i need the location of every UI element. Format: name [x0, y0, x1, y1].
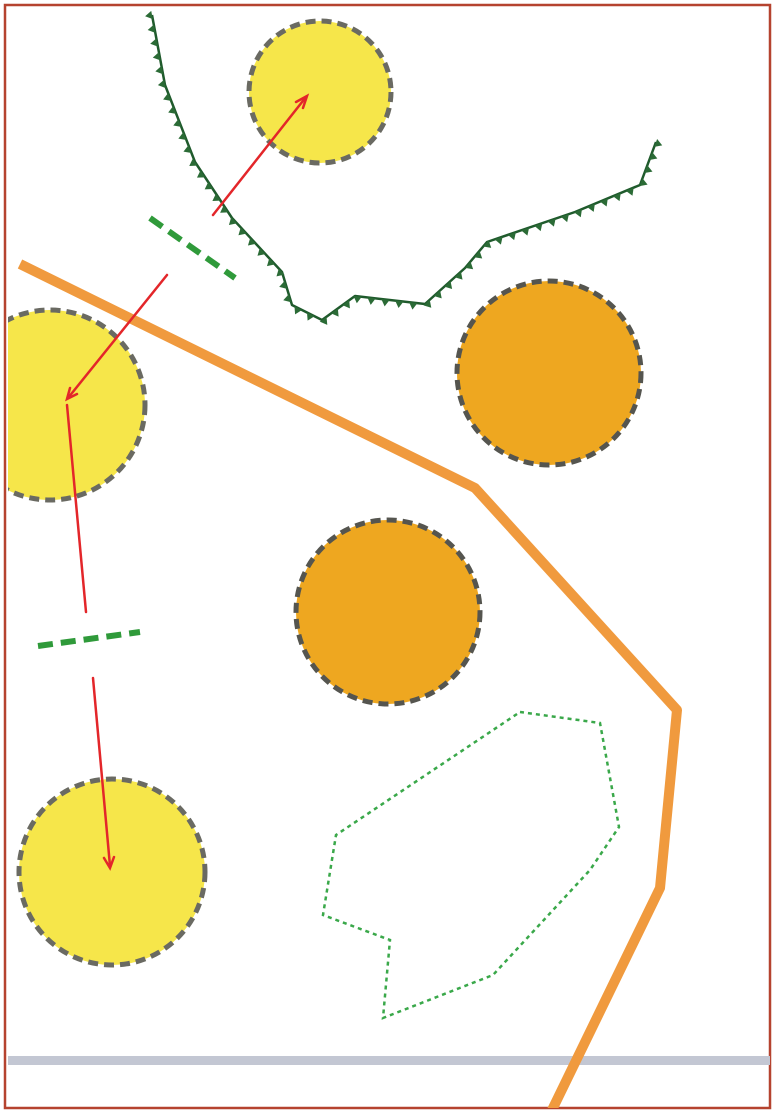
- route-segment-down-lower: [91, 676, 112, 868]
- toothed-line-ticks: [145, 10, 663, 325]
- tick-mark: [276, 268, 285, 277]
- route-arrow-left: [66, 273, 169, 400]
- toothed-line: [150, 14, 658, 322]
- tick-mark: [279, 280, 288, 289]
- tick-mark: [342, 300, 350, 309]
- route-segment-down-upper: [65, 403, 88, 614]
- tick-mark: [649, 152, 658, 160]
- route-arrow-top: [211, 95, 308, 217]
- tick-mark: [639, 178, 648, 187]
- main-road-line: [17, 259, 682, 1108]
- tick-mark: [238, 227, 247, 236]
- tick-mark: [654, 138, 663, 147]
- route-arrow-down-head: [102, 855, 116, 871]
- route-arrow-top-head: [294, 93, 310, 110]
- tick-mark: [163, 93, 172, 101]
- route-arrows: [65, 93, 310, 871]
- tick-mark: [152, 52, 161, 61]
- tick-mark: [625, 187, 634, 196]
- tick-mark: [474, 250, 483, 259]
- tick-mark: [409, 302, 418, 310]
- tick-mark: [157, 79, 166, 88]
- tick-mark: [587, 203, 595, 212]
- tick-mark: [155, 65, 163, 75]
- tick-mark: [189, 158, 198, 166]
- tick-mark: [147, 24, 156, 33]
- tick-mark: [454, 271, 463, 280]
- tick-mark: [331, 308, 339, 317]
- tick-mark: [560, 214, 569, 223]
- tick-mark: [150, 38, 158, 47]
- tick-mark: [534, 223, 543, 232]
- tick-mark: [395, 300, 404, 309]
- yellow-zone-left: [8, 307, 148, 503]
- tick-mark: [145, 10, 153, 20]
- tick-mark: [196, 170, 206, 178]
- tick-mark: [212, 193, 221, 202]
- tick-mark: [283, 294, 292, 303]
- tick-mark: [307, 312, 315, 321]
- tick-mark: [178, 132, 187, 140]
- tick-mark: [220, 205, 229, 213]
- tick-mark: [521, 227, 530, 236]
- orange-zone-middle: [293, 517, 483, 707]
- tick-mark: [574, 209, 582, 218]
- tick-mark: [353, 295, 362, 304]
- tick-mark: [204, 181, 213, 190]
- tick-mark: [257, 247, 266, 256]
- route-arrow-left-head: [65, 386, 79, 402]
- tick-mark: [266, 258, 275, 267]
- tick-mark: [612, 193, 621, 202]
- tick-mark: [600, 198, 608, 207]
- tick-mark: [507, 232, 516, 241]
- tick-mark: [465, 261, 474, 270]
- tick-mark: [547, 218, 556, 227]
- tick-mark: [423, 299, 432, 308]
- tick-mark: [483, 240, 492, 248]
- tick-mark: [173, 119, 182, 127]
- tick-mark: [444, 281, 453, 290]
- tick-mark: [494, 236, 503, 245]
- tick-mark: [183, 145, 192, 154]
- yellow-zone-top: [246, 18, 394, 166]
- green-dash-upper: [148, 215, 237, 281]
- tick-mark: [319, 316, 328, 325]
- tick-mark: [381, 299, 390, 307]
- tick-mark: [168, 106, 177, 114]
- tick-mark: [228, 217, 237, 225]
- tick-mark: [247, 237, 256, 246]
- orange-zone-right: [454, 278, 644, 468]
- tick-mark: [294, 306, 302, 315]
- green-dash-lower: [37, 629, 141, 649]
- tick-mark: [644, 165, 653, 174]
- tick-mark: [367, 297, 376, 305]
- dotted-area-outline: [321, 710, 621, 1020]
- tick-mark: [433, 290, 442, 299]
- bottom-band: [8, 1056, 770, 1065]
- yellow-zone-bottom-left: [16, 776, 208, 968]
